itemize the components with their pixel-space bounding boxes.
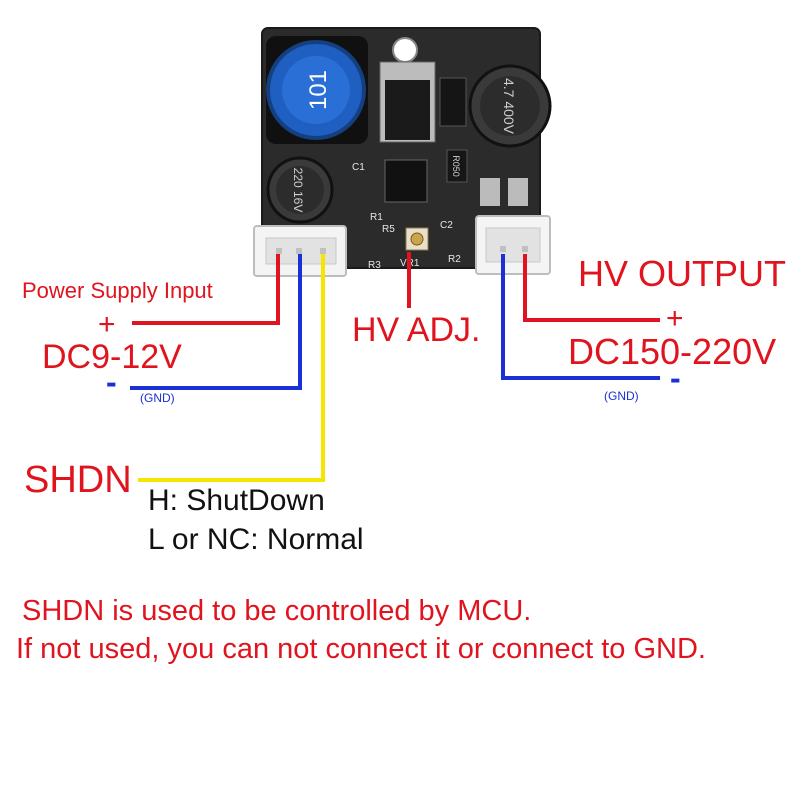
mounting-hole — [392, 37, 418, 63]
note-line-2: If not used, you can not connect it or c… — [16, 633, 706, 665]
silk-r050: R050 — [451, 155, 461, 177]
large-cap-marking: 4.7 400V — [501, 78, 517, 135]
note-line-1: SHDN is used to be controlled by MCU. — [22, 595, 532, 627]
input-minus-sign: - — [106, 364, 117, 400]
output-ground-wire — [501, 254, 660, 380]
shdn-label: SHDN — [24, 459, 132, 501]
output-gnd-label: (GND) — [604, 389, 639, 403]
output-connector — [475, 215, 551, 275]
output-cap-2 — [508, 178, 528, 206]
silk-r3: R3 — [368, 260, 381, 271]
inductor-marking: 101 — [305, 70, 332, 110]
small-cap-marking: 220 16V — [291, 168, 305, 213]
shdn-high-description: H: ShutDown — [148, 484, 325, 517]
wires — [130, 252, 660, 482]
output-voltage: DC150-220V — [568, 331, 777, 372]
control-ic — [384, 159, 428, 203]
output-minus-sign: - — [670, 360, 681, 396]
silk-r1: R1 — [370, 212, 383, 223]
shdn-wire — [138, 254, 325, 482]
output-positive-wire — [523, 254, 660, 322]
input-plus-sign: + — [98, 308, 116, 341]
diode — [439, 77, 467, 127]
large-capacitor: 4.7 400V — [468, 64, 552, 148]
input-voltage: DC9-12V — [42, 338, 182, 376]
output-plus-sign: + — [666, 302, 684, 335]
inductor: 101 — [266, 36, 368, 144]
potentiometer — [405, 227, 429, 251]
silk-c2: C2 — [440, 220, 453, 231]
silk-r2: R2 — [448, 254, 461, 265]
input-positive-wire — [132, 254, 280, 325]
output-title: HV OUTPUT — [578, 253, 787, 294]
shdn-low-description: L or NC: Normal — [148, 523, 364, 556]
silk-c1: C1 — [352, 162, 365, 173]
pcb-board: 101 4.7 400V 220 16V — [253, 27, 552, 277]
hv-adjust-label: HV ADJ. — [352, 311, 481, 349]
mosfet — [379, 61, 436, 143]
silk-r5: R5 — [382, 224, 395, 235]
small-capacitor: 220 16V — [266, 156, 334, 224]
sense-resistor — [446, 149, 468, 183]
input-gnd-label: (GND) — [140, 391, 175, 405]
input-ground-wire — [130, 254, 302, 390]
input-title: Power Supply Input — [22, 278, 213, 303]
output-cap-1 — [480, 178, 500, 206]
